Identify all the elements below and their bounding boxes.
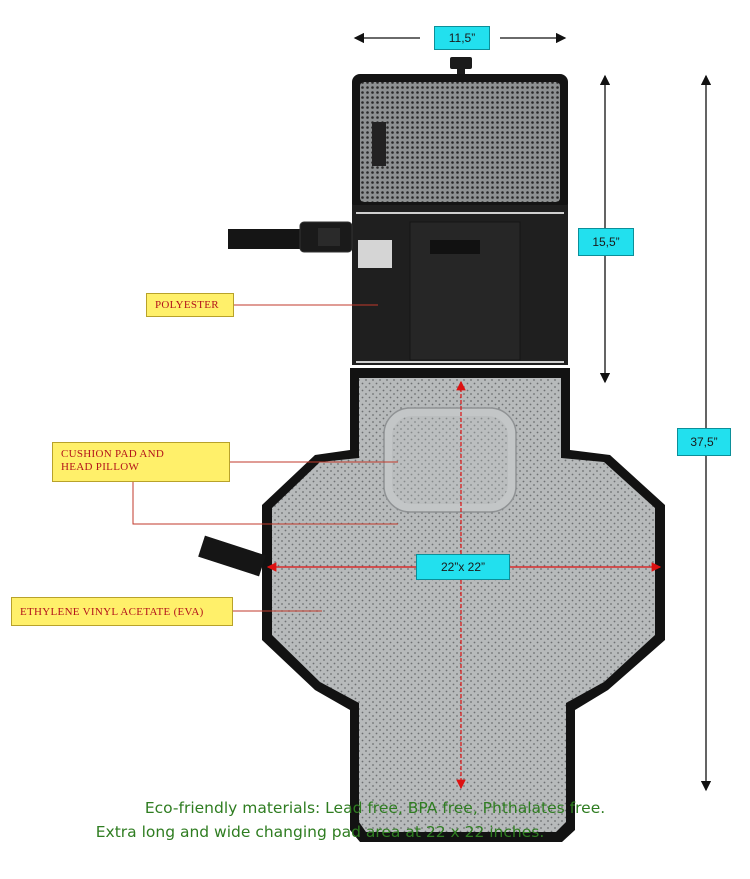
buckle-strap [228, 221, 353, 253]
total-length-label: 37,5” [677, 428, 731, 456]
top-width-label: 11,5” [434, 26, 490, 50]
leader-lines [132, 304, 398, 612]
flap-height-label: 15,5” [578, 228, 634, 256]
cushion-label-line2: HEAD PILLOW [61, 461, 140, 473]
caption-line-1: Eco-friendly materials: Lead free, BPA f… [144, 799, 606, 817]
eva-label: ETHYLENE VINYL ACETATE (EVA) [11, 597, 233, 626]
cushion-label-line1: CUSHION PAD AND [61, 448, 165, 460]
cushion-pad-label: CUSHION PAD AND HEAD PILLOW [52, 442, 230, 482]
changing-mat [262, 368, 665, 842]
pad-area-lines [266, 380, 662, 790]
side-strap [198, 535, 266, 577]
mesh-pocket-flap [352, 74, 568, 212]
polyester-pocket [352, 205, 568, 365]
pad-area-label: 22”x 22” [416, 554, 510, 580]
polyester-label: POLYESTER [146, 293, 234, 317]
caption-line-2: Extra long and wide changing pad area at… [95, 823, 545, 841]
top-tab [450, 57, 472, 76]
